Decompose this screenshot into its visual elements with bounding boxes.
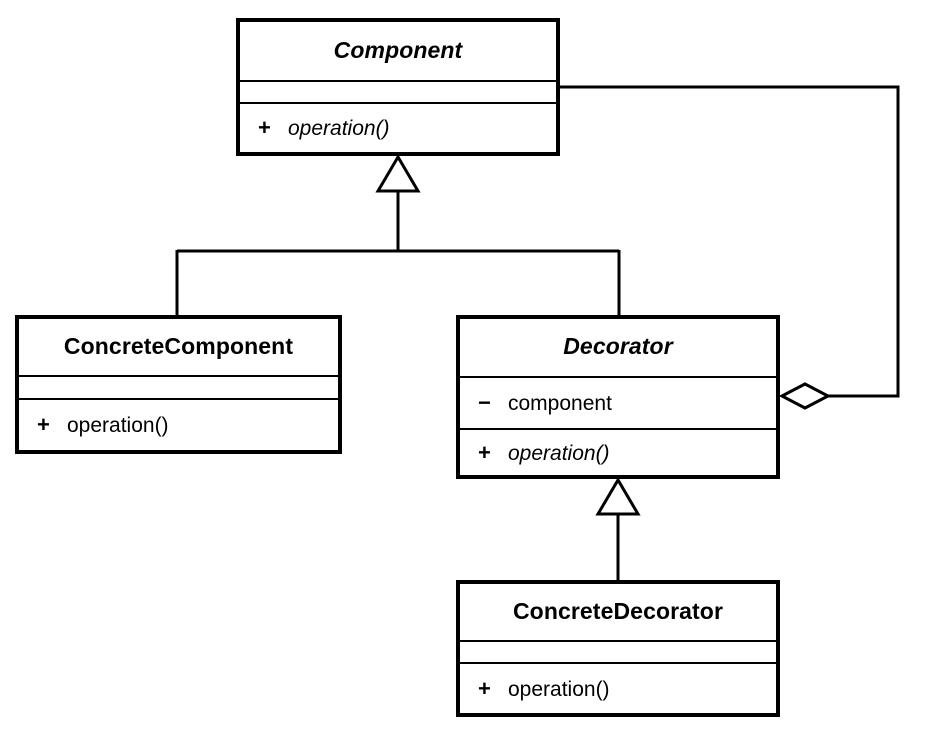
operations-compartment-decorator: + operation(): [460, 428, 776, 475]
visibility-marker: +: [478, 439, 491, 465]
class-box-concretecomponent[interactable]: ConcreteComponent + operation(): [15, 315, 342, 454]
operation-row: + operation(): [478, 676, 610, 702]
class-name-concretedecorator: ConcreteDecorator: [512, 597, 724, 624]
class-box-component[interactable]: Component + operation(): [236, 18, 560, 156]
generalization-tree-component: [175, 154, 621, 316]
visibility-marker: +: [258, 115, 271, 140]
class-box-decorator[interactable]: Decorator − component + operation(): [456, 315, 780, 479]
operation-label: operation(): [508, 441, 610, 465]
hollow-triangle-icon: [595, 477, 641, 516]
operations-compartment-component: + operation(): [240, 102, 556, 152]
attributes-compartment-component: [240, 80, 556, 102]
operation-row: + operation(): [37, 412, 169, 438]
class-name-concretecomponent: ConcreteComponent: [63, 332, 294, 359]
attributes-compartment-decorator: − component: [460, 376, 776, 428]
attribute-label: component: [508, 392, 612, 415]
operations-compartment-concretedecorator: + operation(): [460, 662, 776, 713]
generalization-concretedecorator-decorator: [595, 477, 641, 581]
visibility-marker: +: [478, 675, 491, 701]
attributes-compartment-concretecomponent: [19, 375, 338, 398]
hollow-triangle-icon: [375, 154, 421, 193]
hollow-diamond-icon: [778, 382, 832, 410]
attribute-row: − component: [478, 390, 612, 416]
visibility-marker: +: [37, 412, 50, 437]
operation-row: + operation(): [478, 440, 610, 466]
operation-label: operation(): [288, 117, 390, 140]
attributes-compartment-concretedecorator: [460, 640, 776, 662]
operation-label: operation(): [508, 677, 610, 701]
operation-row: + operation(): [258, 115, 390, 141]
operation-label: operation(): [67, 414, 169, 437]
class-name-decorator: Decorator: [563, 333, 673, 359]
class-box-concretedecorator[interactable]: ConcreteDecorator + operation(): [456, 580, 780, 717]
operations-compartment-concretecomponent: + operation(): [19, 398, 338, 450]
visibility-marker: −: [478, 390, 491, 415]
class-name-component: Component: [333, 36, 463, 63]
